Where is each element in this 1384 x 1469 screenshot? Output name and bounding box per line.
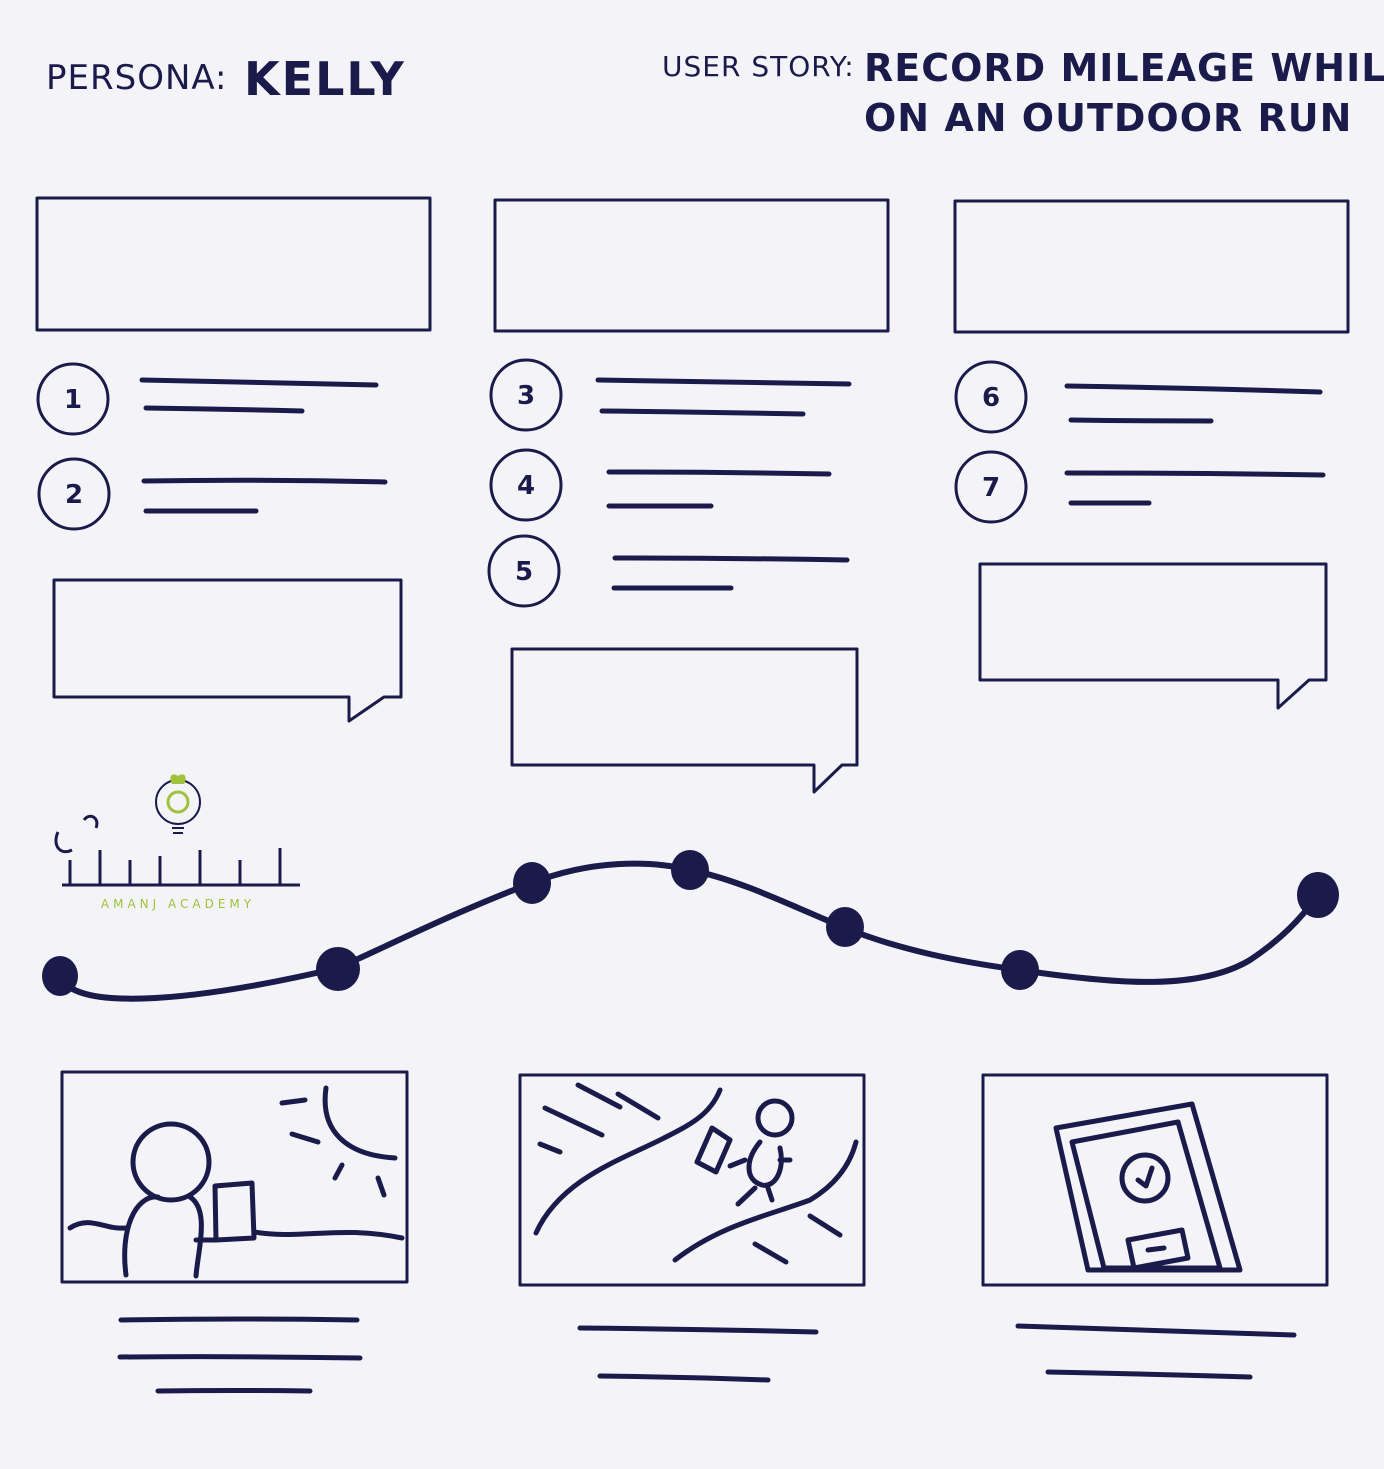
- step-number-1: 1: [64, 385, 82, 415]
- scene-frame-1: [60, 1070, 409, 1284]
- logo-script-mark: [54, 814, 300, 887]
- step-circle-3: [489, 358, 563, 432]
- scene-frame-2: [518, 1073, 866, 1287]
- academy-logo: AMANJ ACADEMY: [54, 774, 300, 911]
- speech-bubble-1: [52, 578, 403, 723]
- step-circle-5: [487, 534, 561, 608]
- journey-dot-2: [316, 947, 360, 991]
- step-circle-4: [489, 448, 563, 522]
- journey-dot-6: [1001, 950, 1039, 990]
- speech-bubble-3: [978, 562, 1328, 710]
- scene-caption-lines: [117, 1316, 1297, 1394]
- step-number-7: 7: [982, 473, 1000, 503]
- step-number-4: 4: [517, 471, 535, 501]
- top-frame-2: [493, 198, 890, 333]
- scene-2-runner-path: [533, 1082, 859, 1265]
- logo-tagline: AMANJ ACADEMY: [101, 897, 255, 911]
- top-frame-1: [35, 196, 432, 332]
- step-circle-1: [36, 362, 110, 436]
- journey-dot-3: [513, 862, 551, 904]
- journey-dots: [42, 850, 1339, 996]
- scene-frame-3: [981, 1073, 1329, 1287]
- scene-1-person-sun: [67, 1085, 405, 1279]
- user-story-line-1: RECORD MILEAGE WHILE: [864, 46, 1384, 90]
- step-circle-7: [954, 450, 1028, 524]
- lightbulb-leaf-icon: [155, 774, 201, 834]
- speech-bubble-2: [510, 647, 859, 794]
- journey-dot-4: [671, 850, 709, 890]
- persona-label: PERSONA:: [46, 58, 228, 98]
- step-circle-6: [954, 360, 1028, 434]
- scene-3-phone-check: [1053, 1101, 1243, 1273]
- step-number-5: 5: [515, 557, 533, 587]
- journey-dot-7: [1297, 872, 1339, 918]
- step-number-6: 6: [982, 383, 1000, 413]
- user-story-line-2: ON AN OUTDOOR RUN: [864, 96, 1353, 140]
- step-number-2: 2: [65, 480, 83, 510]
- persona-name: KELLY: [244, 52, 406, 106]
- user-story-label: USER STORY:: [662, 50, 855, 83]
- step-lines: [139, 377, 1326, 591]
- journey-dot-5: [826, 907, 864, 947]
- journey-dot-1: [42, 956, 78, 996]
- step-circle-2: [37, 457, 111, 531]
- step-number-3: 3: [517, 381, 535, 411]
- top-frame-3: [953, 199, 1350, 334]
